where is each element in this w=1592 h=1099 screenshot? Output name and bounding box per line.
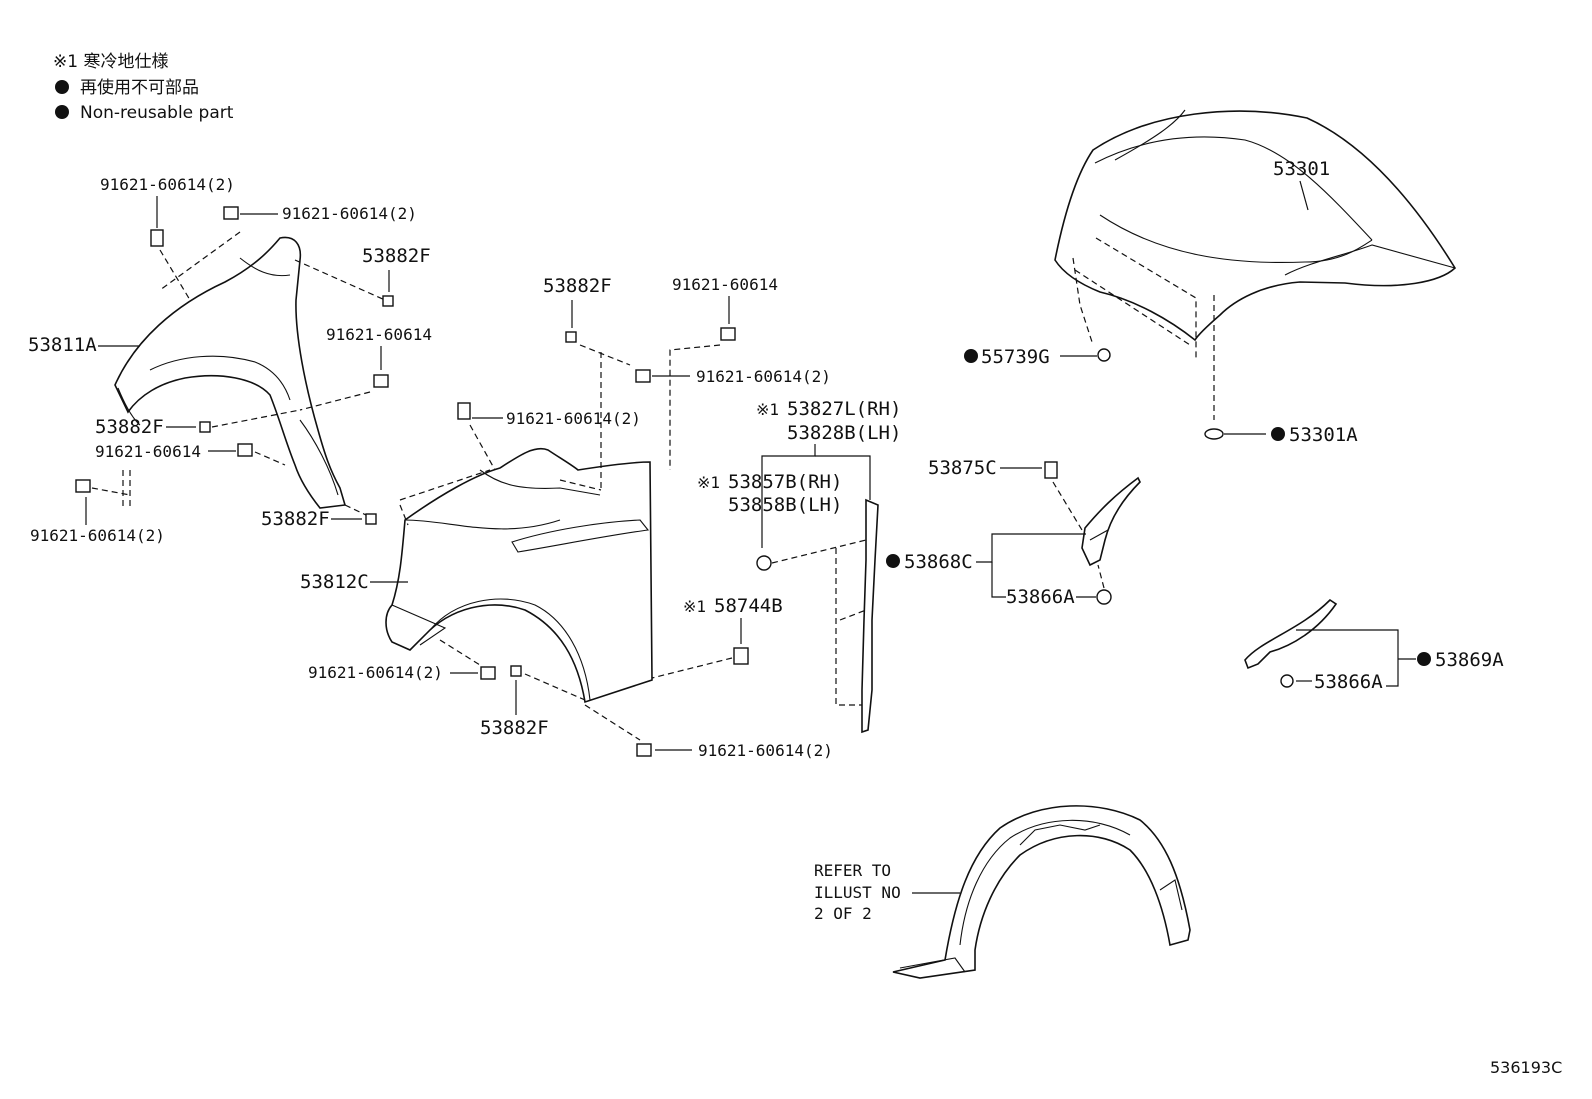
legend-non-reusable-ja: 再使用不可部品 <box>80 77 199 98</box>
bolt-icon <box>480 666 496 680</box>
pad-icon <box>733 647 749 665</box>
bolt-icon <box>373 374 389 388</box>
label-53882f-e: 53882F <box>480 717 549 739</box>
bolt-icon <box>720 327 736 341</box>
hood-part[interactable] <box>1054 109 1457 342</box>
refer-line-3: 2 OF 2 <box>814 904 872 923</box>
label-bolt-g: 91621-60614(2) <box>696 367 831 386</box>
bolt-icon <box>1044 461 1058 479</box>
bolt-icon <box>635 369 651 383</box>
label-53857b: 53857B(RH) <box>728 471 842 493</box>
label-53827l: 53827L(RH) <box>787 398 901 420</box>
label-53301: 53301 <box>1273 158 1330 180</box>
label-bolt-b: 91621-60614(2) <box>282 204 417 223</box>
non-reusable-dot-icon <box>886 554 900 568</box>
label-53812c: 53812C <box>300 571 369 593</box>
label-bolt-c: 91621-60614 <box>326 325 432 344</box>
bolt-icon <box>636 743 652 757</box>
fender-liner-part[interactable] <box>114 236 347 509</box>
label-53866a-b: 53866A <box>1314 671 1383 693</box>
non-reusable-dot-icon <box>1417 652 1431 666</box>
front-fender-part[interactable] <box>385 448 653 704</box>
label-53882f-c: 53882F <box>261 508 330 530</box>
label-bolt-f: 91621-60614 <box>672 275 778 294</box>
label-53882f-d: 53882F <box>543 275 612 297</box>
fender-seal-part[interactable] <box>835 498 879 734</box>
refer-line-1: REFER TO <box>814 861 891 880</box>
legend: ※1 寒冷地仕様 再使用不可部品 Non-reusable part <box>53 52 234 123</box>
bolt-icon <box>75 479 91 493</box>
label-53811a: 53811A <box>28 334 97 356</box>
label-53858b: 53858B(LH) <box>728 494 842 516</box>
cushion-53301a-icon <box>1204 428 1224 440</box>
bolt-icon <box>237 443 253 457</box>
diagram-code: 536193C <box>1490 1058 1562 1077</box>
clip-icon <box>365 513 377 525</box>
label-53882f-b: 53882F <box>95 416 164 438</box>
label-53828b: 53828B(LH) <box>787 422 901 444</box>
hood-stay-bracket-part[interactable] <box>1081 476 1141 567</box>
label-bolt-d: 91621-60614 <box>95 442 201 461</box>
bolt-icon <box>150 229 164 247</box>
label-58744b: 58744B <box>714 595 783 617</box>
hood-seal-part[interactable] <box>1244 598 1338 670</box>
label-53869a: 53869A <box>1435 649 1504 671</box>
nut-55739g-icon <box>1097 348 1111 362</box>
legend-non-reusable-en: Non-reusable part <box>80 103 234 123</box>
clip-icon <box>510 665 522 677</box>
label-bolt-e: 91621-60614(2) <box>30 526 165 545</box>
mark-1: ※1 <box>683 597 706 616</box>
non-reusable-dot-icon <box>1271 427 1285 441</box>
label-53882f-a: 53882F <box>362 245 431 267</box>
clip-icon <box>382 295 394 307</box>
label-bolt-i: 91621-60614(2) <box>308 663 443 682</box>
non-reusable-dot-icon <box>964 349 978 363</box>
clip-icon <box>565 331 577 343</box>
bolt-icon <box>457 402 471 420</box>
label-bolt-j: 91621-60614(2) <box>698 741 833 760</box>
label-53868c: 53868C <box>904 551 973 573</box>
label-bolt-h: 91621-60614(2) <box>506 409 641 428</box>
label-53301a: 53301A <box>1289 424 1358 446</box>
clip-icon <box>1280 674 1294 688</box>
legend-cold-region: ※1 寒冷地仕様 <box>53 52 168 72</box>
non-reusable-dot-icon <box>55 105 69 119</box>
retainer-icon <box>756 555 772 571</box>
non-reusable-dot-icon <box>55 80 69 94</box>
bolt-icon <box>223 206 239 220</box>
clip-icon <box>1096 589 1112 605</box>
label-53866a-a: 53866A <box>1006 586 1075 608</box>
mark-1: ※1 <box>756 400 779 419</box>
label-bolt-a: 91621-60614(2) <box>100 175 235 194</box>
label-55739g: 55739G <box>981 346 1050 368</box>
clip-icon <box>199 421 211 433</box>
fender-liner-refer-part[interactable] <box>892 805 1191 979</box>
label-53875c: 53875C <box>928 457 997 479</box>
mark-1: ※1 <box>697 473 720 492</box>
refer-line-2: ILLUST NO <box>814 883 901 902</box>
